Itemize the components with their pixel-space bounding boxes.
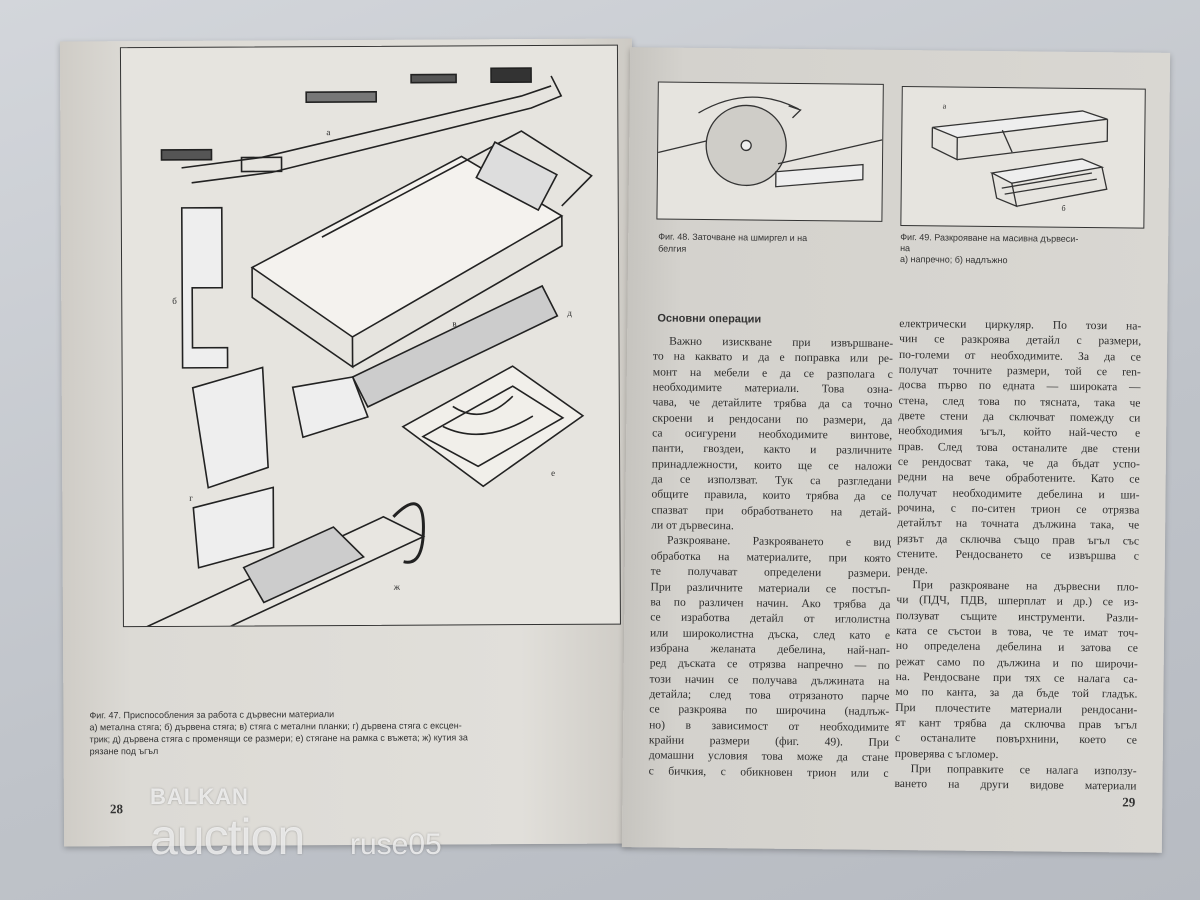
text-line: ването на други видове материали (894, 777, 1137, 793)
figure-label-zh: ж (393, 581, 401, 592)
figure-48-illustration (657, 96, 883, 188)
text-column-1: Важно изискване при извършване-то на как… (649, 333, 894, 780)
caption-line: Фиг. 48. Заточване на шмиргел и на (658, 231, 808, 244)
figure-48 (656, 81, 884, 222)
watermark-text: auction (150, 809, 305, 865)
page-number-right: 29 (1122, 794, 1136, 810)
figure-label-d: д (567, 307, 572, 318)
figure-label-b: б (1061, 203, 1066, 213)
figure-49-illustration (931, 110, 1109, 208)
watermark-text: BALKAN (150, 784, 249, 809)
caption-line: белгия (658, 243, 687, 254)
figure-49: а б (900, 86, 1146, 229)
figure-48-caption: Фиг. 48. Заточване на шмиргел и на белги… (658, 230, 878, 256)
figure-label-e: е (551, 467, 556, 478)
figure-49-caption: Фиг. 49. Разкрояване на масивна дървеси-… (900, 232, 1140, 268)
figure-47: а б в г д е ж (119, 44, 621, 649)
text-line: те получават определени размери. (650, 564, 891, 581)
section-heading: Основни операции (657, 312, 762, 326)
watermark-text: ruse05 (350, 828, 442, 861)
right-page: а б Фиг. 48. Заточване на шмиргел и на б… (621, 47, 1171, 853)
caption-line: а) напречно; б) надлъжно (899, 254, 1008, 266)
left-page: а б в г д е ж Фиг. 47. Приспособления за… (59, 38, 637, 847)
text-column-2: електрически циркуляр. По този на-чин се… (894, 316, 1141, 794)
figure-label-a: а (942, 101, 947, 111)
figure-47-illustration (143, 67, 593, 649)
figure-label-b: б (172, 295, 177, 306)
figure-label-v: в (452, 318, 457, 329)
figure-label-g: г (189, 492, 194, 503)
figure-label-a: а (326, 127, 331, 138)
page-number-left: 28 (109, 801, 123, 817)
text-line: стените. Рендосването се извършва с (896, 547, 1139, 563)
figure-47-caption: Фиг. 47. Приспособления за работа с дърв… (89, 707, 629, 758)
text-line: с бичкия, с обикновен трион или с (648, 764, 889, 780)
